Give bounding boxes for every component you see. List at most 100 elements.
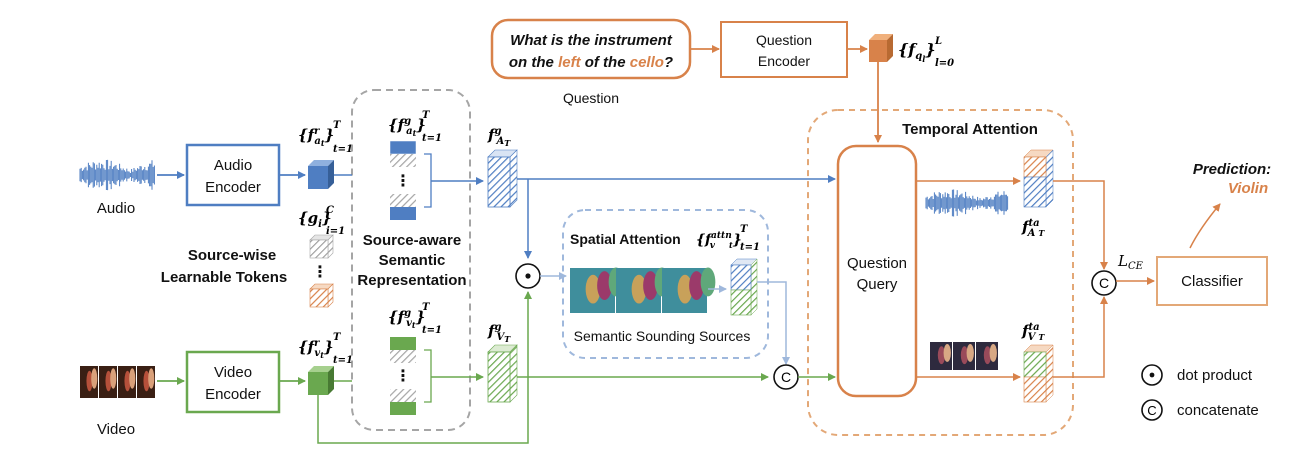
- svg-text:T: T: [740, 224, 749, 235]
- question-line-1: What is the instrument: [510, 32, 673, 49]
- frame-blob: [943, 343, 951, 362]
- frame-blob: [148, 368, 155, 389]
- legend-dot-product-label: dot product: [1177, 367, 1253, 384]
- svg-text:L: L: [934, 36, 942, 47]
- audio-semantic-bracket: [424, 153, 432, 208]
- semantic-representation-box: [351, 89, 471, 431]
- svg-text:t=1: t=1: [333, 144, 353, 155]
- video-encoder-box: [185, 350, 281, 414]
- learnable-tokens-dots: ⋮: [312, 264, 328, 281]
- spatial-attention-box: [562, 209, 769, 359]
- legend-concatenate-label: concatenate: [1177, 402, 1259, 419]
- dot-product-node: [515, 263, 541, 289]
- tokens-caption-line-1: Source-wise: [188, 247, 276, 264]
- svg-text:C: C: [1147, 403, 1156, 418]
- audio-encoder-box: [185, 143, 281, 207]
- video-frames: [80, 366, 155, 398]
- question-line-2: on the left of the cello?: [509, 54, 673, 71]
- video-feature-cube: [308, 366, 334, 395]
- frame-blob: [105, 370, 112, 392]
- frame-blob: [597, 271, 612, 300]
- video-semantic-token-2: [390, 389, 416, 415]
- frame-blob: [960, 346, 969, 365]
- waveform-trace: [79, 159, 155, 191]
- question-caption: Question: [563, 90, 619, 106]
- semantic-box-line-1: Source-aware: [363, 232, 461, 249]
- concat-node-1: C: [773, 364, 799, 390]
- concat-node-2: C: [1091, 270, 1117, 296]
- frame-blob: [643, 271, 658, 300]
- frame-blob: [110, 368, 117, 389]
- temporal-video-frames: [930, 342, 998, 370]
- audio-label: Audio: [97, 200, 135, 217]
- loss-label: LCE: [1117, 252, 1144, 272]
- audio-semantic-dots: ⋮: [395, 173, 411, 190]
- svg-text:t=1: t=1: [422, 325, 442, 336]
- frame-blob: [86, 370, 93, 392]
- audio-attn-to-concat-arrow: [1053, 180, 1108, 270]
- frame-blob: [91, 368, 98, 389]
- waveform-trace: [925, 189, 1009, 217]
- frame-blob: [966, 343, 974, 362]
- video-semantic-bracket: [424, 349, 432, 403]
- frame-blob: [124, 370, 131, 392]
- semantic-box-line-3: Representation: [357, 272, 466, 289]
- frame-blob: [585, 274, 601, 304]
- svg-text:t=1: t=1: [422, 133, 442, 144]
- audio-semantic-token-1: [389, 140, 417, 167]
- question-feature-cube: [869, 34, 893, 62]
- temporal-visual-feature: [1023, 344, 1054, 403]
- svg-text:T: T: [422, 302, 431, 313]
- classifier-label: Classifier: [1181, 273, 1243, 290]
- frame-blob: [143, 370, 150, 392]
- spatial-caption: Semantic Sounding Sources: [574, 328, 751, 344]
- learnable-tokens-label: {gi} C i=1: [298, 205, 345, 237]
- attn-feature-to-concat-arrow: [757, 281, 790, 365]
- frame-blob: [937, 346, 946, 365]
- audio-feature-cube: [308, 160, 334, 189]
- prediction-value: Violin: [1228, 180, 1268, 197]
- svg-text:T: T: [422, 110, 431, 121]
- frame-blob: [983, 346, 992, 365]
- temporal-attention-title: Temporal Attention: [902, 121, 1038, 138]
- frame-blob: [631, 274, 647, 304]
- attended-visual-feature: [730, 258, 758, 316]
- legend-dot-product-symbol: [1141, 364, 1163, 386]
- question-encoder-line-2: Encoder: [758, 53, 810, 69]
- tokens-caption-line-2: Learnable Tokens: [161, 269, 287, 286]
- audio-global-feature: [487, 149, 518, 208]
- svg-text:t=1: t=1: [333, 355, 353, 366]
- question-query-line-2: Query: [857, 276, 898, 293]
- svg-text:i=1: i=1: [326, 226, 345, 237]
- svg-text:C: C: [781, 369, 791, 385]
- frame-blob: [700, 267, 716, 297]
- semantic-box-line-2: Semantic: [379, 252, 446, 269]
- video-global-feature: [487, 344, 518, 403]
- video-encoder-line-2: Encoder: [205, 386, 261, 403]
- video-encoder-line-1: Video: [214, 364, 252, 381]
- audio-waveform: [79, 159, 155, 191]
- svg-text:T: T: [333, 120, 342, 131]
- svg-text:{gi}: {gi}: [298, 209, 332, 230]
- question-encoder-box: [720, 21, 848, 78]
- frame-blob: [677, 274, 693, 304]
- video-semantic-token-1: [390, 337, 416, 363]
- question-query-box: [836, 144, 918, 398]
- spatial-attention-title: Spatial Attention: [570, 231, 681, 247]
- classifier-box: [1156, 256, 1268, 306]
- svg-text:T: T: [333, 332, 342, 343]
- learnable-token-1: [309, 234, 334, 259]
